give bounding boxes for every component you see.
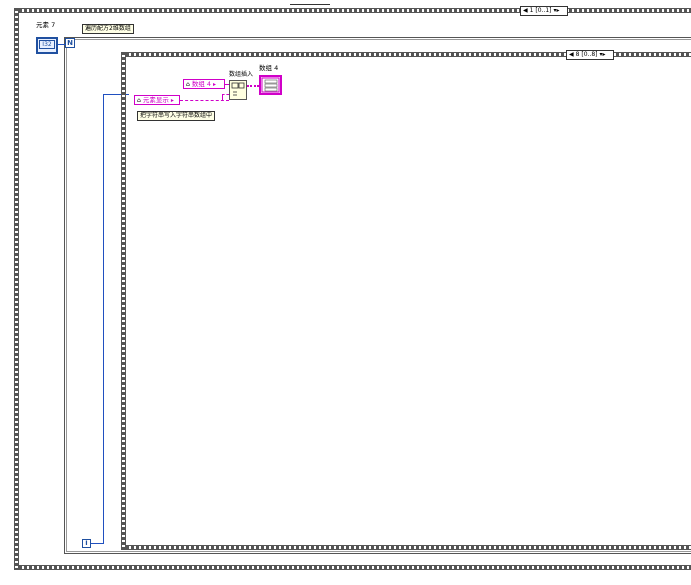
element-wire xyxy=(180,100,229,101)
element-wire-riser xyxy=(222,94,223,100)
element-display-local-variable[interactable]: ⌂ 元素显示 ▸ xyxy=(134,95,180,105)
inner-sequence-selector-text: 8 [0..8] xyxy=(575,51,598,58)
home-icon: ⌂ xyxy=(137,96,141,104)
write-string-comment[interactable]: 把字符串写入字符串数组中 xyxy=(137,111,216,121)
array-4-indicator[interactable] xyxy=(259,75,282,95)
outer-sequence-tab-mark xyxy=(290,4,330,5)
insert-array-icon xyxy=(231,82,245,96)
outer-sequence-left-border xyxy=(14,8,19,570)
outer-sequence-bottom-border xyxy=(14,565,691,570)
loop-count-terminal[interactable]: N xyxy=(65,38,75,48)
inner-sequence-selector[interactable]: ◀ 8 [0..8] ▾▸ xyxy=(566,50,614,60)
decrement-arrow-icon[interactable]: ◀ xyxy=(523,7,528,14)
outer-sequence-top-border xyxy=(14,8,691,13)
array-4-indicator-label: 数组 4 xyxy=(259,64,279,72)
dropdown-arrow-icon[interactable]: ▾▸ xyxy=(599,51,606,58)
element-wire-stub xyxy=(222,94,229,95)
count-wire xyxy=(58,44,65,45)
i32-indicator[interactable]: I32 xyxy=(36,37,58,54)
for-loop-inner-edge xyxy=(66,39,691,552)
array-out-wire xyxy=(247,85,259,87)
element-display-local-label: 元素显示 xyxy=(142,95,169,104)
index-wire-horizontal-bottom xyxy=(91,543,103,544)
insert-into-array-function[interactable] xyxy=(229,80,247,100)
for-loop[interactable] xyxy=(64,37,691,554)
array-indicator-icon xyxy=(261,77,280,93)
indicator-frame-icon: I32 xyxy=(39,40,55,49)
home-icon: ⌂ xyxy=(186,80,190,88)
array-4-local-variable[interactable]: ⌂ 数组 4 ▸ xyxy=(183,79,225,89)
array-wire xyxy=(225,84,229,85)
index-wire-inner xyxy=(124,94,129,95)
dropdown-arrow-icon[interactable]: ▾▸ xyxy=(553,7,560,14)
inner-sequence-top-border xyxy=(121,52,691,57)
outer-sequence-selector-text: 1 [0..1] xyxy=(529,7,552,14)
decrement-arrow-icon[interactable]: ◀ xyxy=(569,51,574,58)
element-7-label: 元素 7 xyxy=(36,21,56,29)
inner-sequence-bottom-border xyxy=(121,545,691,550)
traverse-recipe-comment[interactable]: 遍历配方2维数组 xyxy=(82,24,134,34)
output-arrow-icon: ▸ xyxy=(170,96,174,104)
inner-sequence-left-border xyxy=(121,52,126,550)
iteration-terminal[interactable]: i xyxy=(82,539,91,548)
index-wire-horizontal-top xyxy=(103,94,124,95)
outer-sequence-selector[interactable]: ◀ 1 [0..1] ▾▸ xyxy=(520,6,568,16)
array-4-local-label: 数组 4 xyxy=(191,79,212,88)
index-wire-vertical xyxy=(103,94,104,544)
insert-into-array-label: 数组插入 xyxy=(229,71,254,78)
output-arrow-icon: ▸ xyxy=(213,80,217,88)
